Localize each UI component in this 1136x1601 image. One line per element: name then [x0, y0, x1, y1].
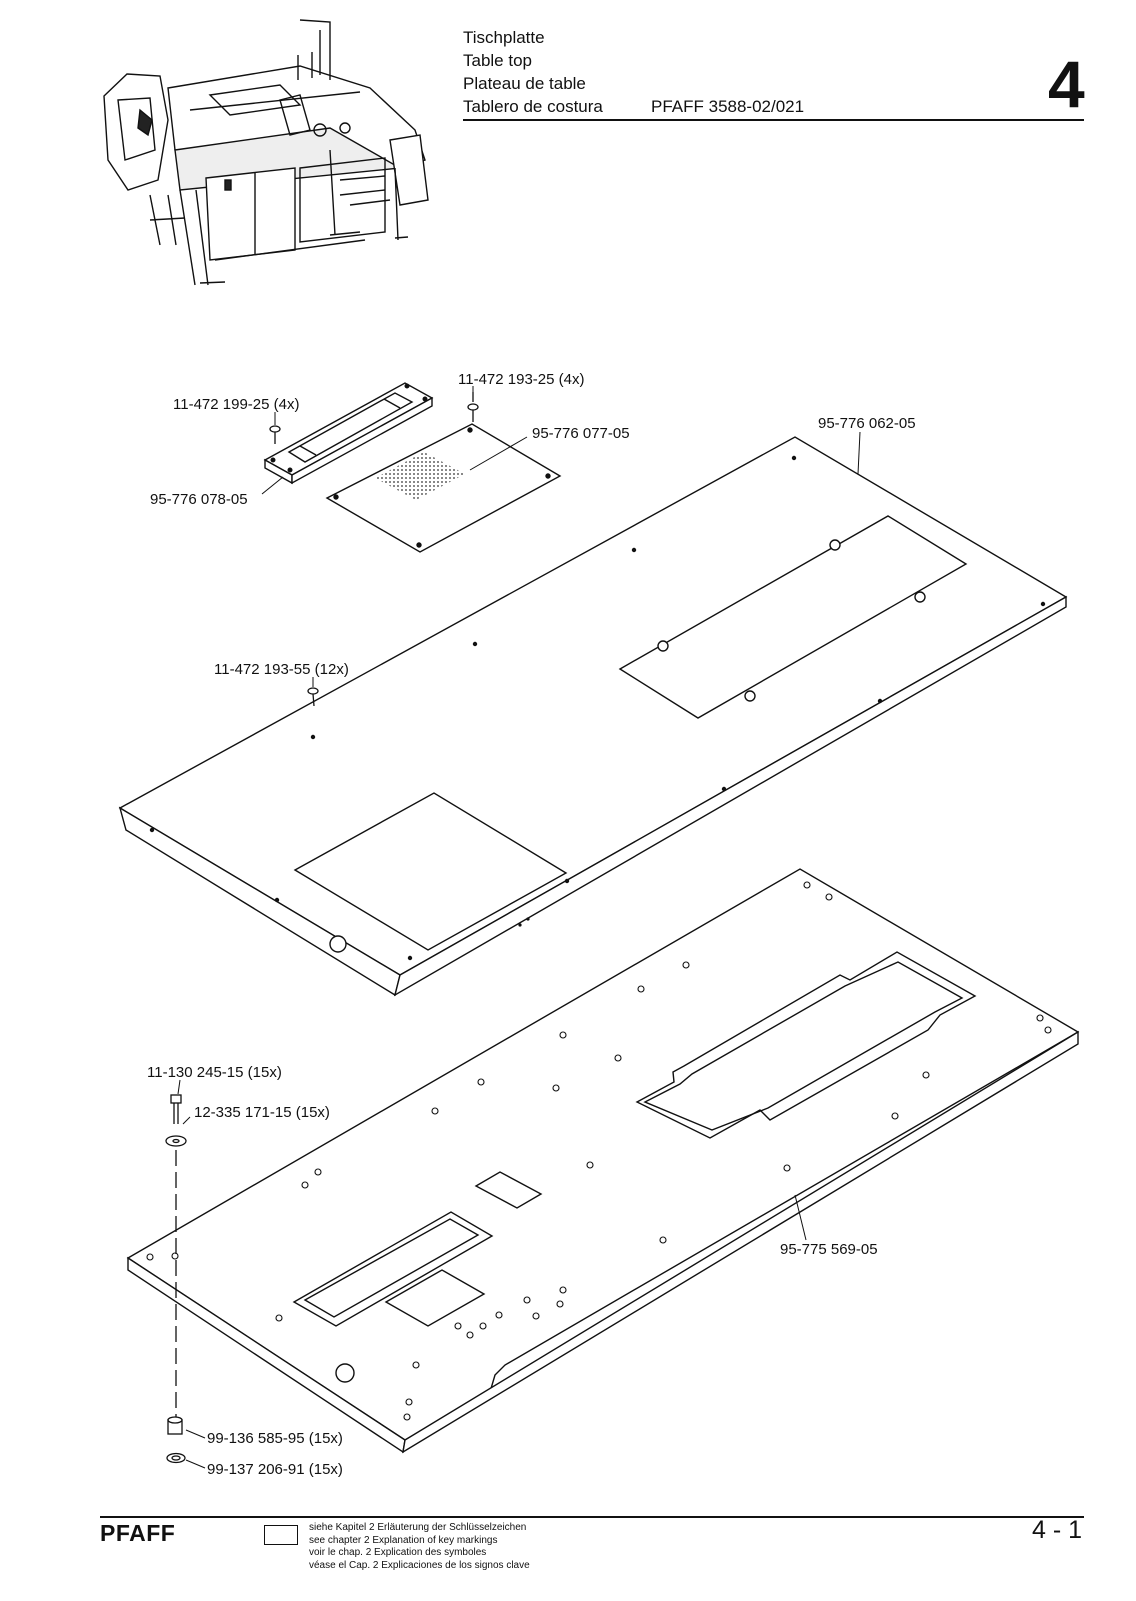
label-table-top: 95-776 062-05 [818, 415, 916, 432]
label-ring: 99-137 206-91 (15x) [207, 1461, 343, 1478]
key-note-fr: voir le chap. 2 Explication des symboles [309, 1547, 487, 1558]
key-markings-note: siehe Kapitel 2 Erläuterung der Schlüsse… [309, 1522, 530, 1572]
cover-plate-part [325, 423, 562, 553]
label-screw-b: 11-472 193-25 (4x) [458, 371, 584, 388]
table-top-part [118, 436, 1068, 997]
brand-logo: PFAFF [100, 1520, 176, 1546]
label-washer: 12-335 171-15 (15x) [194, 1104, 330, 1121]
key-symbol-box [264, 1525, 298, 1545]
footer-rule [100, 1516, 1084, 1518]
label-screw-c: 11-472 193-55 (12x) [214, 661, 349, 678]
screw-icons [269, 392, 479, 707]
machine-overview-illustration [103, 19, 429, 286]
label-screw-a: 11-472 199-25 (4x) [173, 396, 299, 413]
chapter-number: 4 [1048, 47, 1085, 121]
fastener-stack [165, 1094, 187, 1464]
leader-lines [177, 386, 861, 1469]
base-plate-part [126, 868, 1080, 1454]
label-nut: 99-136 585-95 (15x) [207, 1430, 343, 1447]
title-de: Tischplatte [463, 28, 545, 47]
header-rule [463, 119, 1084, 121]
label-bolt: 11-130 245-15 (15x) [147, 1064, 282, 1081]
label-frame: 95-776 078-05 [150, 491, 248, 508]
title-es: Tablero de costura [463, 97, 603, 116]
label-base-plate: 95-775 569-05 [780, 1241, 878, 1258]
key-note-es: véase el Cap. 2 Explicaciones de los sig… [309, 1559, 530, 1571]
key-note-de: siehe Kapitel 2 Erläuterung der Schlüsse… [309, 1522, 527, 1533]
page-number: 4 - 1 [1032, 1516, 1083, 1544]
title-fr: Plateau de table [463, 74, 586, 93]
model-number: PFAFF 3588-02/021 [651, 97, 805, 116]
frame-part [263, 382, 434, 485]
label-cover-plate: 95-776 077-05 [532, 425, 630, 442]
title-en: Table top [463, 51, 532, 70]
key-note-en: see chapter 2 Explanation of key marking… [309, 1534, 498, 1546]
